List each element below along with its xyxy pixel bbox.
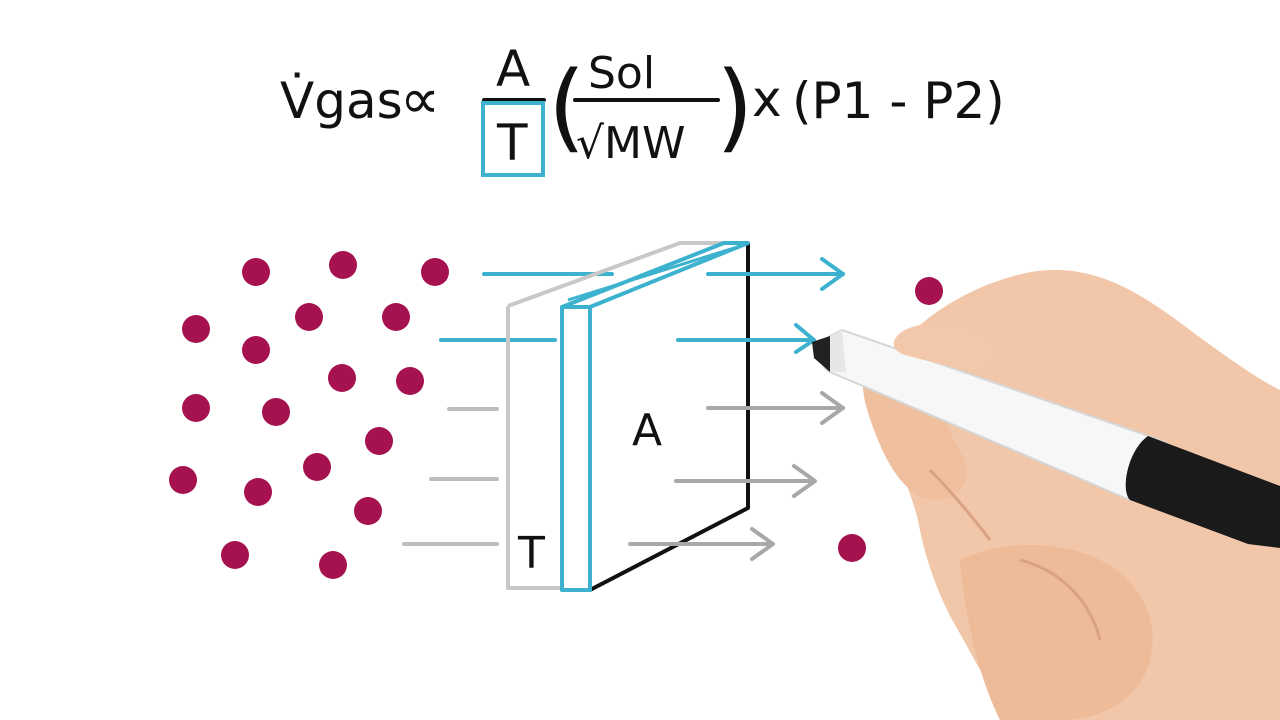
left-parenthesis: ( — [548, 51, 585, 163]
incoming-flux-lines — [402, 272, 614, 546]
hand-index-finger — [893, 323, 1001, 371]
molecule — [169, 466, 197, 494]
highlight-box-denominator — [481, 101, 545, 177]
molecule — [262, 398, 290, 426]
outgoing-flux-arrows — [628, 257, 845, 561]
molecule — [354, 497, 382, 525]
molecule — [915, 277, 943, 305]
fick-law-equation: V̇gas ∝ A T ( Sol √MW ) x (P1 - P2) — [280, 40, 1005, 177]
molecule — [182, 394, 210, 422]
molecule — [221, 541, 249, 569]
outgoing-arrow-highlight — [706, 257, 845, 291]
molecule — [319, 551, 347, 579]
molecule — [303, 453, 331, 481]
drawing-hand — [812, 269, 1280, 720]
hand-crease — [928, 468, 992, 541]
fraction-numerator-area: A — [496, 40, 530, 98]
outgoing-arrow-highlight — [676, 323, 816, 354]
membrane-top-inner-edge — [567, 246, 735, 302]
equation-lhs: V̇gas — [280, 72, 403, 130]
diffused-molecules — [838, 277, 943, 562]
marker-pen — [812, 328, 1280, 548]
membrane-slab — [506, 241, 750, 592]
molecule — [838, 534, 866, 562]
membrane-right-face — [589, 243, 750, 592]
molecule — [365, 427, 393, 455]
marker-tip — [812, 336, 830, 372]
molecule — [329, 251, 357, 279]
molecule — [182, 315, 210, 343]
molecule — [396, 367, 424, 395]
membrane-front-edge — [560, 305, 592, 592]
marker-tip-collar — [830, 330, 846, 372]
outgoing-arrow — [706, 391, 845, 425]
molecule — [244, 478, 272, 506]
pressure-difference: (P1 - P2) — [792, 72, 1005, 130]
times-symbol: x — [752, 70, 782, 128]
hand-fingers — [960, 545, 1153, 720]
inner-numerator-solubility: Sol — [588, 48, 655, 99]
marker-cap — [1125, 436, 1280, 548]
molecule — [295, 303, 323, 331]
molecule — [421, 258, 449, 286]
outgoing-arrow — [674, 464, 817, 498]
molecule — [242, 258, 270, 286]
inner-denominator-molecular-weight: √MW — [576, 118, 686, 169]
molecule — [242, 336, 270, 364]
hand-crease — [1019, 558, 1102, 641]
molecule-cluster — [169, 251, 449, 579]
fraction-denominator-thickness: T — [496, 114, 528, 172]
thickness-label: T — [517, 528, 545, 579]
molecule — [382, 303, 410, 331]
molecule — [328, 364, 356, 392]
right-parenthesis: ) — [716, 51, 753, 163]
area-label: A — [632, 405, 662, 456]
outgoing-arrow — [628, 527, 775, 561]
proportional-symbol: ∝ — [400, 67, 440, 132]
